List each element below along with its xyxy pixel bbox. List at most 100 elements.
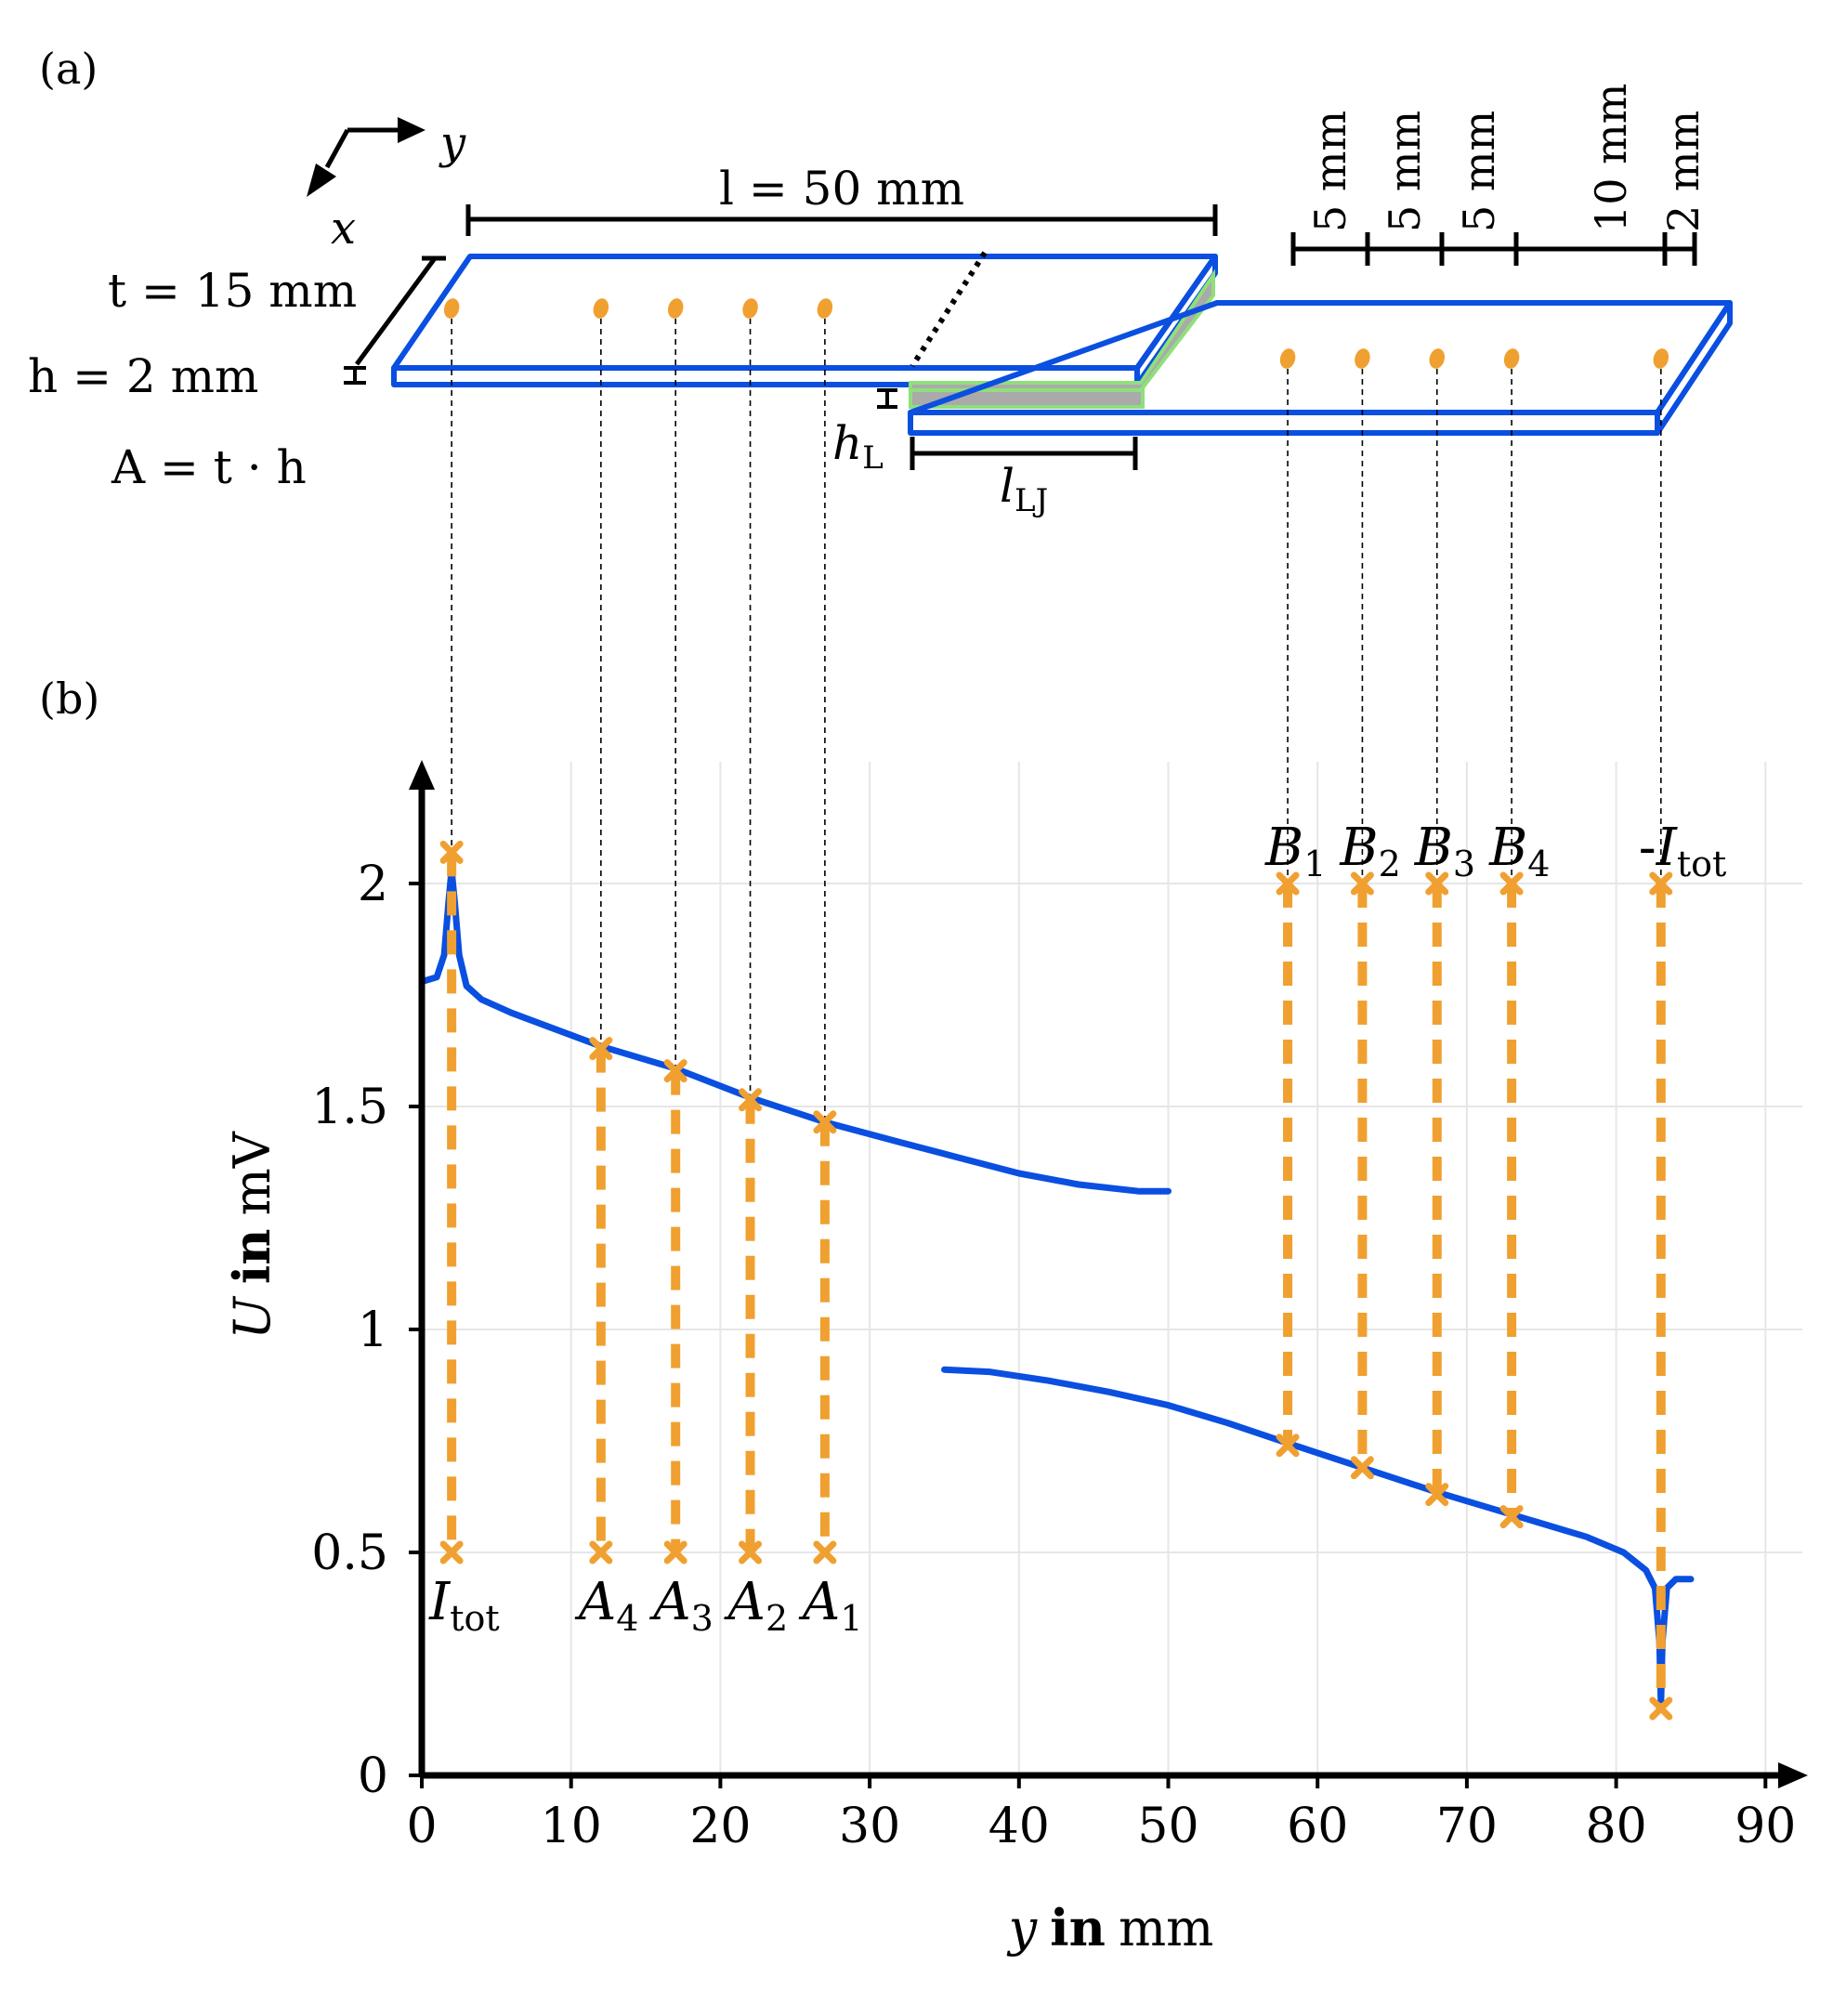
probe-label: Itot (428, 1572, 500, 1639)
probe-marker (589, 1540, 613, 1564)
left-plate-top-face (391, 254, 1218, 371)
x-axis-arrowhead (1778, 1762, 1808, 1788)
plot-axes (409, 760, 1808, 1788)
adhesive-layer (909, 268, 1215, 409)
probe-marker (1649, 871, 1673, 896)
probe-label: A1 (798, 1572, 863, 1639)
overlap-edge-dotted (910, 251, 988, 368)
y-tick-label: 1 (358, 1303, 388, 1358)
length-label: l = 50 mm (719, 162, 964, 216)
sensor-dot (1429, 348, 1445, 369)
probe-label: A4 (574, 1572, 639, 1639)
x-arrowhead (307, 164, 336, 197)
spacing-label-3: 5 mm (1454, 111, 1504, 232)
thickness-label: h = 2 mm (28, 349, 258, 403)
x-axis-label: x (331, 203, 356, 255)
x-axis-arrow (324, 128, 350, 169)
y-tick-label: 0.5 (311, 1525, 388, 1581)
schematic-panel: (a) y x l = 50 mm t = 15 mm (28, 44, 1733, 519)
probe-guide-lines (451, 308, 1662, 1122)
probe-marker (813, 1540, 837, 1564)
thickness-dimension: h = 2 mm (28, 349, 366, 403)
right-adherend (908, 300, 1733, 436)
right-plate-front-face (908, 410, 1660, 436)
probe-marker (1276, 1433, 1300, 1458)
sensor-dot (1355, 348, 1370, 369)
width-label: t = 15 mm (108, 264, 357, 318)
probe-marker (439, 1540, 464, 1564)
sensor-dot (1503, 348, 1520, 369)
sensor-spacing-dimension: 5 mm 5 mm 5 mm 10 mm 2 mm (1290, 84, 1709, 266)
area-label: A = t · h (111, 440, 307, 494)
x-tick-label: 50 (1137, 1799, 1198, 1854)
y-axis-label: y (439, 117, 466, 169)
sensor-dot (1653, 348, 1669, 369)
spacing-label-5: 2 mm (1658, 111, 1709, 232)
plot-grid (422, 762, 1802, 1775)
probe-marker (1499, 1505, 1524, 1529)
adhesive (909, 268, 1215, 392)
probe-label: B4 (1488, 818, 1550, 884)
left-adherend (391, 254, 1218, 387)
coordinate-axes: y x (307, 117, 466, 255)
voltage-curves (418, 867, 1695, 1708)
y-tick-label: 1.5 (311, 1080, 388, 1135)
lap-length-dimension: lLJ (910, 437, 1138, 519)
y-axis-arrowhead (409, 760, 435, 790)
probe-marker (739, 1540, 763, 1564)
probe-marker (1499, 871, 1524, 896)
voltage-curve-2 (941, 1366, 1695, 1708)
probe-marker (663, 1059, 687, 1083)
x-tick-label: 70 (1436, 1799, 1498, 1854)
probe-marker (1425, 871, 1449, 896)
sensor-dot (667, 298, 684, 319)
probe-marker (1425, 1483, 1449, 1507)
x-tick-label: 30 (839, 1799, 900, 1854)
probe-label: B3 (1414, 818, 1475, 884)
probe-marker (739, 1088, 763, 1112)
x-tick-label: 90 (1735, 1799, 1796, 1854)
sensor-dot (443, 298, 460, 319)
probe-marker (589, 1037, 613, 1061)
probe-marker (1350, 871, 1374, 896)
y-tick-label: 0 (358, 1748, 388, 1804)
probe-marker (439, 840, 464, 864)
voltage-curve-1 (418, 867, 1172, 1195)
spacing-label-4: 10 mm (1586, 84, 1636, 232)
length-dimension: l = 50 mm (465, 162, 1218, 236)
probe-marker (663, 1540, 687, 1564)
left-plate-end-face (1134, 254, 1218, 387)
x-tick-label: 10 (541, 1799, 602, 1854)
x-tick-label: 20 (689, 1799, 751, 1854)
x-tick-label: 80 (1586, 1799, 1647, 1854)
probe-marker (813, 1110, 837, 1134)
panel-label-b: (b) (39, 674, 99, 724)
probe-label: -Itot (1639, 818, 1726, 884)
adhesive-thickness-dimension: hL (832, 388, 897, 477)
y-tick-label: 2 (358, 857, 388, 912)
width-dimension: t = 15 mm (108, 255, 446, 366)
panel-label-a: (a) (39, 44, 98, 94)
spacing-label-2: 5 mm (1380, 111, 1430, 232)
sensor-dot (817, 298, 833, 319)
spacing-label-1: 5 mm (1305, 111, 1355, 232)
sensor-dot (1279, 348, 1296, 369)
right-plate-end-face (1655, 300, 1733, 436)
x-tick-label: 40 (988, 1799, 1050, 1854)
probe-label: A3 (648, 1572, 714, 1639)
sensor-dot (593, 298, 609, 319)
probe-marker (1276, 871, 1300, 896)
probe-marker (1350, 1456, 1374, 1480)
lap-length-label: lLJ (1000, 459, 1048, 519)
sensor-dot (742, 298, 758, 319)
y-axis-title: UinmV (222, 1131, 281, 1340)
probe-marker (1649, 1696, 1673, 1721)
adhesive-thickness-label: hL (832, 416, 884, 477)
probe-label: A2 (724, 1572, 789, 1639)
x-tick-label: 0 (406, 1799, 437, 1854)
probe-label: B1 (1264, 818, 1326, 884)
